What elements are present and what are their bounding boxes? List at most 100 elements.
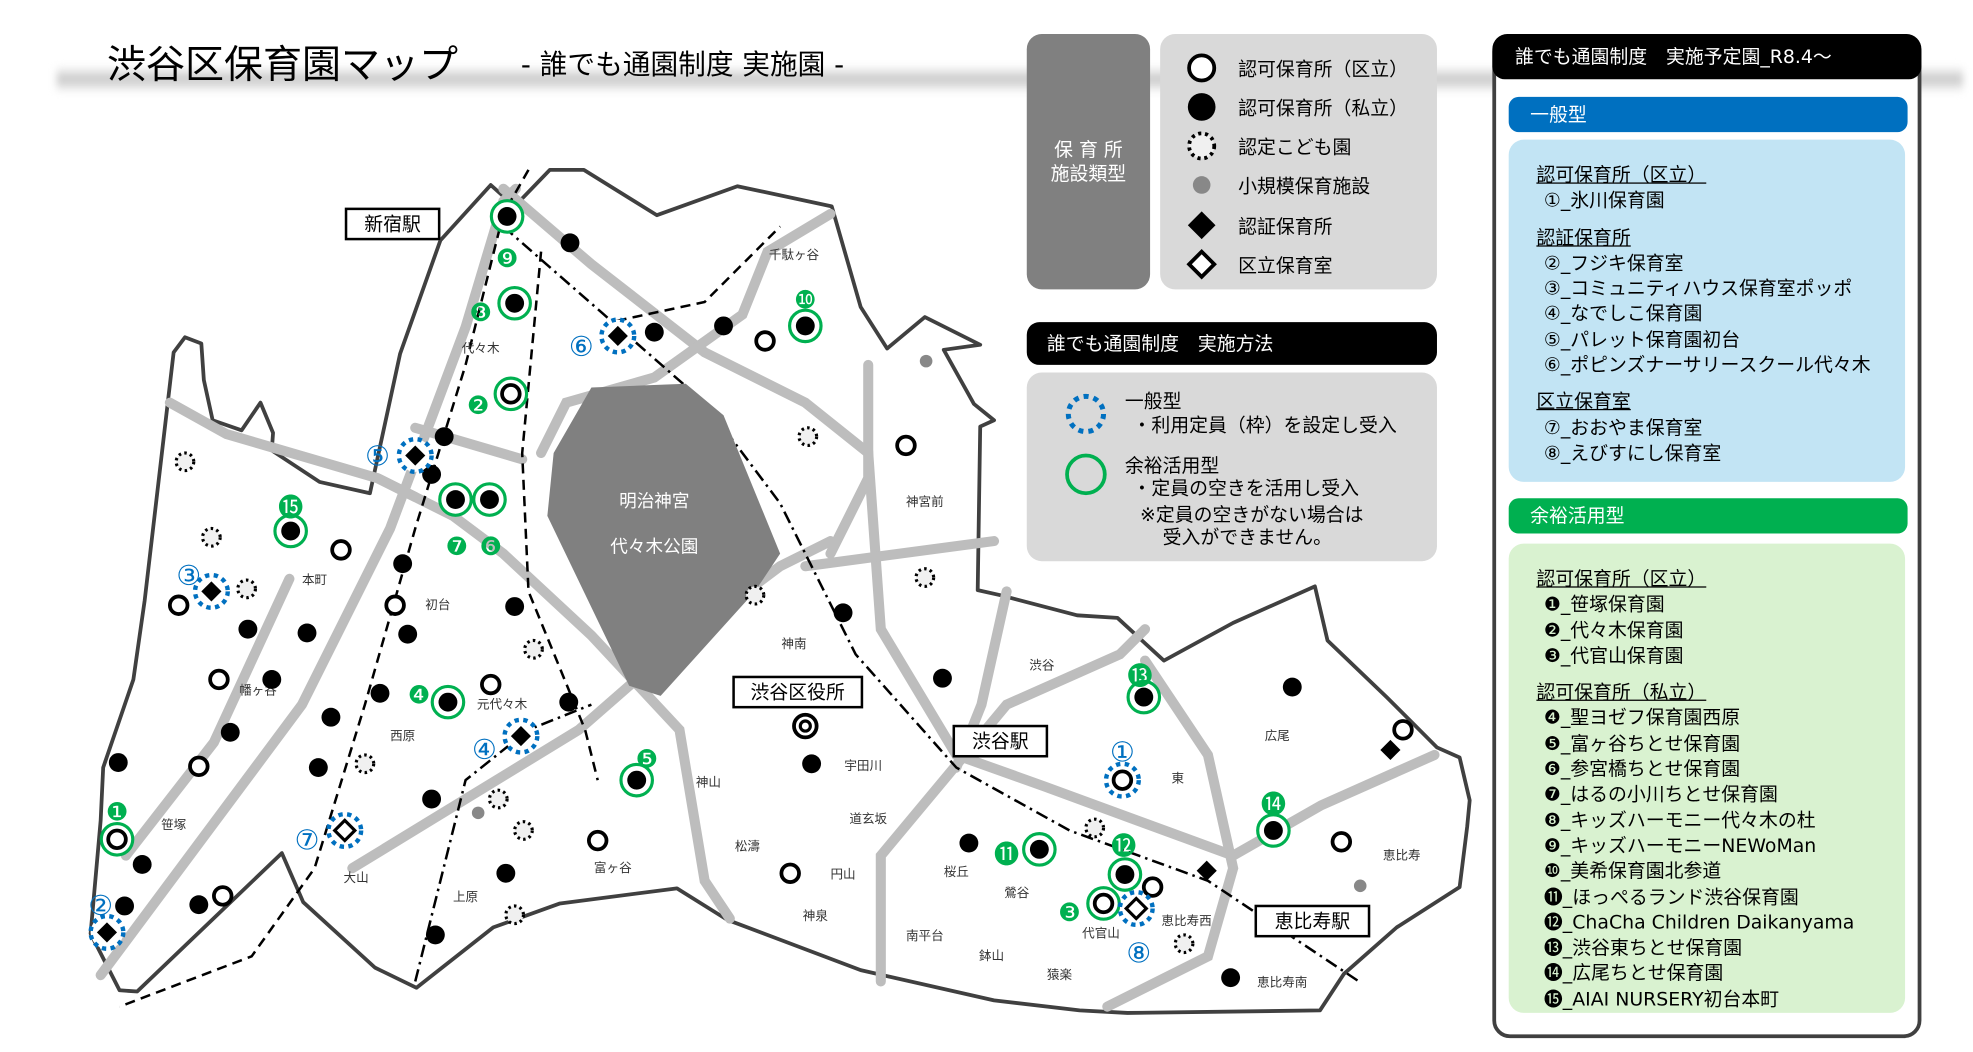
- private-nursery-marker[interactable]: [1282, 677, 1302, 697]
- private-nursery-marker[interactable]: [238, 619, 258, 639]
- public-nursery-marker[interactable]: [1392, 719, 1414, 741]
- area-label: 渋谷: [1029, 657, 1055, 672]
- meiji-jingu-yoyogi-park: [547, 383, 781, 696]
- facility-dot: [795, 316, 815, 336]
- area-label: 鉢山: [979, 948, 1004, 963]
- private-nursery-marker[interactable]: [108, 753, 128, 772]
- area-label: 南平台: [906, 928, 944, 943]
- certified-nursery-marker[interactable]: [1196, 860, 1217, 881]
- method-heading: 誰でも通園制度 実施方法: [1026, 322, 1437, 365]
- private-nursery-marker[interactable]: [220, 722, 240, 742]
- private-nursery-marker[interactable]: [115, 896, 135, 916]
- public-nursery-marker[interactable]: [167, 594, 190, 616]
- public-nursery-marker[interactable]: [384, 594, 406, 616]
- facility-diamond: [607, 325, 628, 347]
- private-nursery-marker[interactable]: [297, 623, 317, 643]
- public-nursery-marker[interactable]: [1141, 876, 1164, 898]
- surplus-facility-number: ⓫: [994, 840, 1019, 869]
- private-nursery-marker[interactable]: [644, 322, 664, 342]
- kodomoen-marker[interactable]: [201, 526, 222, 548]
- public-nursery-marker[interactable]: [330, 539, 352, 561]
- kodomoen-marker[interactable]: [504, 904, 526, 926]
- surplus-facility-number: ❻: [479, 532, 502, 561]
- kodomoen-marker[interactable]: [523, 638, 544, 660]
- private-nursery-marker[interactable]: [933, 668, 952, 688]
- area-label: 恵比寿南: [1257, 975, 1307, 990]
- private-nursery-marker[interactable]: [959, 833, 979, 853]
- private-nursery-marker[interactable]: [425, 925, 445, 945]
- kodomoen-marker[interactable]: [1084, 817, 1106, 839]
- kodomoen-marker[interactable]: [797, 426, 819, 448]
- public-nursery-marker[interactable]: [754, 330, 776, 352]
- private-nursery-marker[interactable]: [308, 758, 328, 778]
- area-label: 桜丘: [944, 864, 969, 879]
- area-label: 初台: [425, 597, 450, 612]
- public-nursery-marker[interactable]: [1330, 831, 1353, 853]
- facility-dot: [106, 828, 128, 850]
- private-nursery-marker[interactable]: [189, 895, 209, 915]
- railways: [119, 169, 1360, 1008]
- private-nursery-marker[interactable]: [262, 670, 282, 689]
- facility-diamond: [405, 445, 426, 466]
- public-nursery-marker[interactable]: [895, 434, 917, 457]
- kodomoen-marker[interactable]: [1173, 933, 1195, 955]
- page-subtitle: - 誰でも通園制度 実施園 -: [520, 50, 845, 82]
- private-nursery-marker[interactable]: [434, 427, 454, 447]
- public-nursery-marker[interactable]: [779, 862, 801, 884]
- kodomoen-marker[interactable]: [354, 753, 376, 775]
- facility-list-item: ③_コミュニティハウス保育室ポッポ: [1543, 277, 1853, 300]
- private-nursery-marker[interactable]: [422, 464, 442, 484]
- kodomoen-marker[interactable]: [487, 788, 509, 810]
- facility-list-item: ❾_キッズハーモニーNEWoMan: [1543, 834, 1817, 857]
- facility-list-item: ⓭_渋谷東ちとせ保育園: [1543, 936, 1743, 960]
- facility-dot: [1029, 839, 1049, 859]
- kodomoen-marker[interactable]: [914, 567, 936, 588]
- area-label: 神山: [696, 774, 721, 789]
- facility-type-legend: 認可保育所（区立） 認可保育所（私立） 認定こども園 小規模保育施設 認証保育所…: [1160, 33, 1437, 290]
- small-facility-marker[interactable]: [919, 354, 933, 368]
- private-nursery-marker[interactable]: [393, 554, 413, 574]
- area-label: 上原: [453, 889, 478, 904]
- public-nursery-marker[interactable]: [208, 668, 230, 691]
- private-nursery-marker[interactable]: [496, 863, 516, 883]
- kodomoen-marker[interactable]: [513, 820, 534, 841]
- small-facility-marker[interactable]: [471, 806, 485, 820]
- general-facility-number: ②: [88, 889, 113, 922]
- kodomoen-marker[interactable]: [174, 451, 196, 473]
- facility-list-item: ❹_聖ヨゼフ保育園西原: [1543, 706, 1741, 730]
- public-nursery-marker[interactable]: [586, 829, 609, 852]
- private-nursery-marker[interactable]: [422, 789, 442, 809]
- kodomoen-marker[interactable]: [236, 578, 258, 600]
- private-nursery-marker[interactable]: [802, 754, 822, 774]
- facility-type-label-1: 保 育 所: [1054, 137, 1123, 161]
- facility-list-item: ❸_代官山保育園: [1543, 644, 1684, 667]
- private-nursery-marker[interactable]: [505, 597, 525, 616]
- facility-list-item: ⑤_パレット保育園初台: [1543, 328, 1741, 351]
- private-nursery-marker[interactable]: [370, 683, 390, 703]
- private-nursery-marker[interactable]: [560, 233, 580, 253]
- category-heading: 認可保育所（私立）: [1536, 680, 1707, 704]
- private-nursery-marker[interactable]: [714, 316, 733, 336]
- surplus-facility-number: ❼: [445, 532, 468, 561]
- surplus-facility-number: ⓯: [278, 493, 303, 522]
- public-nursery-marker[interactable]: [188, 755, 210, 778]
- area-label: 千駄ヶ谷: [769, 247, 820, 262]
- kodomoen-marker[interactable]: [744, 584, 766, 606]
- private-nursery-marker[interactable]: [321, 707, 341, 727]
- public-nursery-marker[interactable]: [480, 673, 502, 696]
- station-shibuya: 渋谷駅: [952, 724, 1049, 758]
- private-nursery-marker[interactable]: [559, 692, 579, 712]
- public-nursery-marker[interactable]: [212, 885, 234, 907]
- shibuya-ward-office: 渋谷区役所: [732, 675, 864, 709]
- surplus-facility-number: ⓭: [1127, 662, 1152, 691]
- private-nursery-marker[interactable]: [132, 855, 152, 874]
- station-shinjuku: 新宿駅: [344, 207, 441, 241]
- private-nursery-marker[interactable]: [398, 624, 418, 644]
- certified-nursery-marker[interactable]: [1380, 739, 1401, 761]
- private-nursery-marker[interactable]: [833, 603, 853, 623]
- facility-diamond: [1123, 896, 1149, 921]
- small-facility-marker[interactable]: [1353, 879, 1367, 893]
- private-nursery-marker[interactable]: [1221, 968, 1241, 988]
- facility-dot: [1092, 892, 1115, 915]
